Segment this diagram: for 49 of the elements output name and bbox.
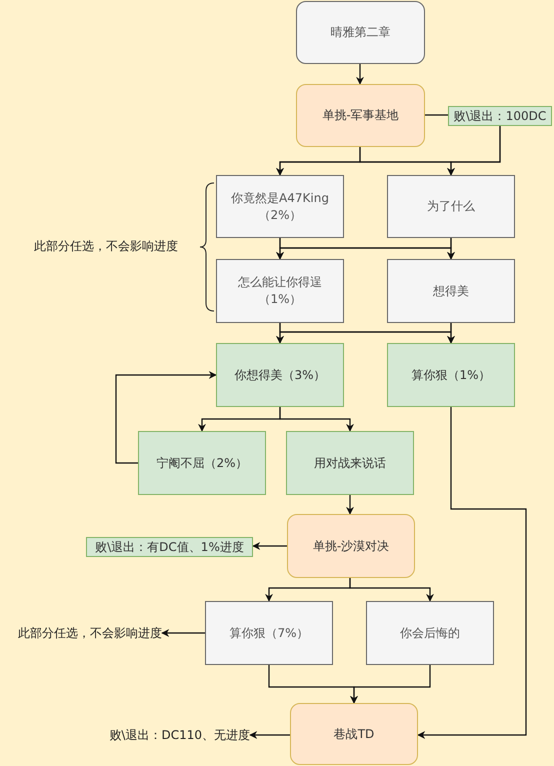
arrow [115,371,217,464]
process-box [216,343,344,407]
box-text: 单挑-沙漠对决 [312,538,390,554]
process-box [290,703,418,765]
arrow [356,64,364,85]
box-text: 你会后悔的 [399,624,461,642]
box-text: 单挑-军事基地 [321,107,400,124]
arrow [447,323,455,344]
arrow [417,407,527,739]
box-text: 败\退出：100DC [452,108,548,124]
process-box [387,343,515,407]
arrow [350,665,431,704]
arrow [346,495,354,515]
note-box [448,106,552,126]
arrow [249,731,290,739]
box-text: 算你狠（1%） [410,366,492,384]
arrow [279,407,354,432]
box-text: 算你狠（7%） [228,624,310,642]
note-text: 此部分任选，不会影响进度 [4,623,162,643]
connector-line [425,114,448,116]
process-box [296,84,425,147]
note-text: 此部分任选，不会影响进度 [34,238,178,255]
process-box [286,431,414,495]
arrow [161,629,205,637]
box-text: 败\退出：有DC值、1%进度 [94,538,245,556]
process-box [205,601,333,665]
arrow [447,238,455,260]
process-box [138,431,266,495]
box-text: 用对战来说话 [313,454,387,472]
box-text: 晴雅第二章 [330,24,392,41]
box-text: 为了什么 [426,198,476,215]
note-text: 败\退出：DC110、无进度 [96,725,250,745]
box-text: 宁阉不屈（2%） [155,454,249,472]
box-text: 你竟然是A47King（2%） [230,190,330,224]
process-box [387,259,515,323]
arrow [252,542,287,550]
arrow [349,578,434,602]
process-box [296,1,425,64]
process-box [216,175,344,238]
box-text: 你想得美（3%） [233,366,327,384]
note-box [86,537,253,557]
process-box [287,514,415,578]
process-box [366,601,494,665]
box-text: 想得美 [432,282,470,300]
process-box [387,175,515,238]
box-text: 怎么能让你得逞（1%） [237,274,323,308]
arrow [447,126,501,176]
box-text: 巷战TD [332,726,376,742]
process-box [216,259,344,323]
